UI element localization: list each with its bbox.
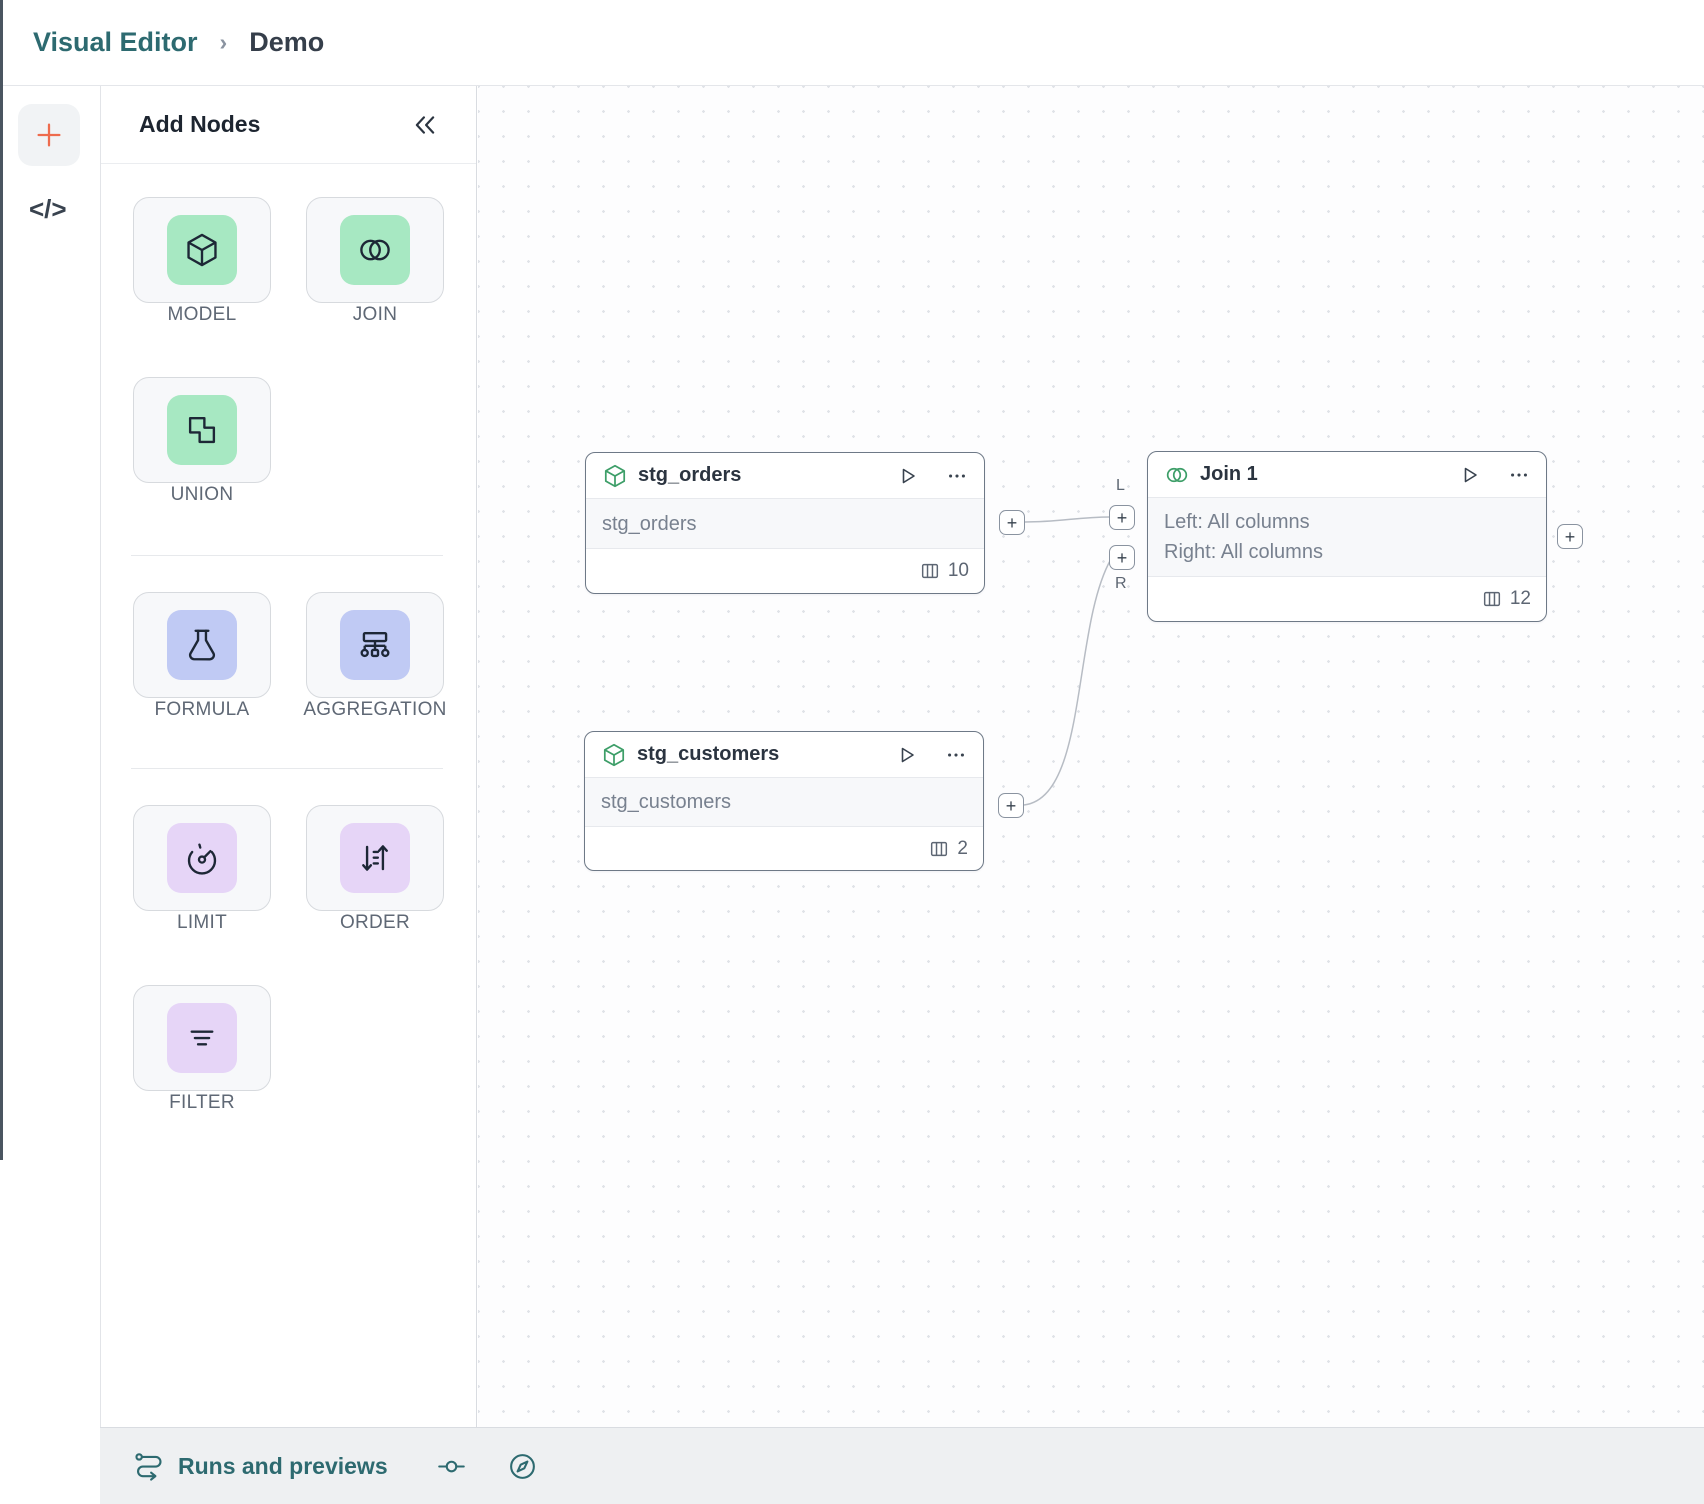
palette-label-order: ORDER xyxy=(339,912,411,933)
flask-icon xyxy=(188,629,216,661)
breadcrumb-separator: › xyxy=(219,29,228,55)
palette-label-filter: FILTER xyxy=(169,1092,235,1113)
run-node-icon[interactable] xyxy=(1458,463,1482,487)
palette-label-limit: LIMIT xyxy=(176,912,228,933)
node-menu-icon[interactable] xyxy=(946,465,968,487)
column-count: 2 xyxy=(957,837,968,859)
palette-card-model[interactable] xyxy=(133,197,271,303)
breadcrumb: Visual Editor › Demo xyxy=(0,0,1704,86)
palette-label-union: UNION xyxy=(170,484,234,505)
palette-label-formula: FORMULA xyxy=(154,699,250,720)
window-left-edge xyxy=(0,0,3,1160)
add-nodes-panel-header: Add Nodes xyxy=(101,86,476,164)
node-title: Join 1 xyxy=(1200,463,1258,485)
route-icon xyxy=(135,1453,162,1481)
palette-label-join: JOIN xyxy=(352,304,398,325)
node-source-name: stg_orders xyxy=(602,512,697,535)
collapse-panel-button[interactable] xyxy=(412,112,438,138)
join-circles-icon xyxy=(360,239,390,261)
breadcrumb-demo: Demo xyxy=(249,27,325,57)
palette-card-union[interactable] xyxy=(133,377,271,483)
cube-icon xyxy=(603,743,625,766)
left-toolbar: </> xyxy=(3,86,100,1504)
join-right-handle-label: R xyxy=(1115,575,1127,592)
plus-icon xyxy=(37,123,61,147)
node-footer: 12 xyxy=(1148,577,1546,621)
compass-icon[interactable] xyxy=(507,1451,538,1482)
chevrons-left-icon xyxy=(415,115,435,134)
cube-icon xyxy=(604,464,626,487)
run-node-icon[interactable] xyxy=(896,464,920,488)
columns-icon xyxy=(931,841,948,856)
join-right-columns: Right: All columns xyxy=(1164,541,1323,563)
palette-label-model: MODEL xyxy=(167,304,237,325)
bottom-status-bar: Runs and previews xyxy=(100,1427,1704,1504)
union-squares-icon xyxy=(188,416,216,444)
palette-card-filter[interactable] xyxy=(133,985,271,1091)
columns-icon xyxy=(921,563,938,579)
runs-and-previews-label: Runs and previews xyxy=(178,1452,388,1479)
cube-icon xyxy=(187,233,217,267)
columns-icon xyxy=(1483,591,1500,607)
join-left-handle-label: L xyxy=(1116,477,1125,494)
sitemap-icon xyxy=(360,631,390,658)
palette-card-limit[interactable] xyxy=(133,805,271,911)
palette-divider xyxy=(131,555,443,556)
node-join-1[interactable]: Join 1 Left: All columns Right: All colu… xyxy=(1147,451,1547,622)
node-header: stg_customers xyxy=(585,732,983,777)
node-header: stg_orders xyxy=(586,453,984,498)
palette-card-aggregation[interactable] xyxy=(306,592,444,698)
palette-label-aggregation: AGGREGATION xyxy=(303,699,447,720)
add-nodes-panel: Add Nodes MODEL JOIN UNION xyxy=(100,86,477,1427)
palette-card-order[interactable] xyxy=(306,805,444,911)
code-view-button[interactable]: </> xyxy=(29,194,67,224)
node-body: stg_customers xyxy=(585,777,983,827)
breadcrumb-visual-editor[interactable]: Visual Editor xyxy=(33,27,198,57)
filter-lines-icon xyxy=(190,1030,214,1046)
node-source-name: stg_customers xyxy=(601,791,732,813)
node-stg-orders[interactable]: stg_orders stg_orders 10 xyxy=(585,452,985,594)
add-nodes-button[interactable] xyxy=(18,104,80,166)
node-title: stg_orders xyxy=(638,464,742,486)
join-left-columns: Left: All columns xyxy=(1164,511,1310,533)
node-title: stg_customers xyxy=(637,743,780,765)
palette-card-join[interactable] xyxy=(306,197,444,303)
gauge-icon xyxy=(187,843,217,875)
commit-icon[interactable] xyxy=(436,1451,467,1482)
node-body: Left: All columns Right: All columns xyxy=(1148,497,1546,577)
node-body: stg_orders xyxy=(586,498,984,549)
node-menu-icon[interactable] xyxy=(945,744,967,766)
node-stg-customers[interactable]: stg_customers stg_customers 2 xyxy=(584,731,984,871)
palette-divider xyxy=(131,768,443,769)
join-circles-icon xyxy=(1166,467,1188,482)
handle-join-output[interactable]: + xyxy=(1557,524,1583,549)
run-node-icon[interactable] xyxy=(895,743,919,767)
handle-join-input-right[interactable]: + xyxy=(1109,545,1135,570)
handle-stg-customers-output[interactable]: + xyxy=(998,793,1024,818)
sort-arrows-icon xyxy=(362,845,388,871)
handle-join-input-left[interactable]: + xyxy=(1109,505,1135,530)
handle-stg-orders-output[interactable]: + xyxy=(999,510,1025,535)
node-menu-icon[interactable] xyxy=(1508,464,1530,486)
palette-card-formula[interactable] xyxy=(133,592,271,698)
runs-and-previews-button[interactable]: Runs and previews xyxy=(133,1450,388,1482)
column-count: 10 xyxy=(947,560,969,581)
node-footer: 10 xyxy=(586,549,984,593)
column-count: 12 xyxy=(1509,588,1531,609)
node-header: Join 1 xyxy=(1148,452,1546,497)
panel-title: Add Nodes xyxy=(139,111,261,137)
node-footer: 2 xyxy=(585,827,983,870)
